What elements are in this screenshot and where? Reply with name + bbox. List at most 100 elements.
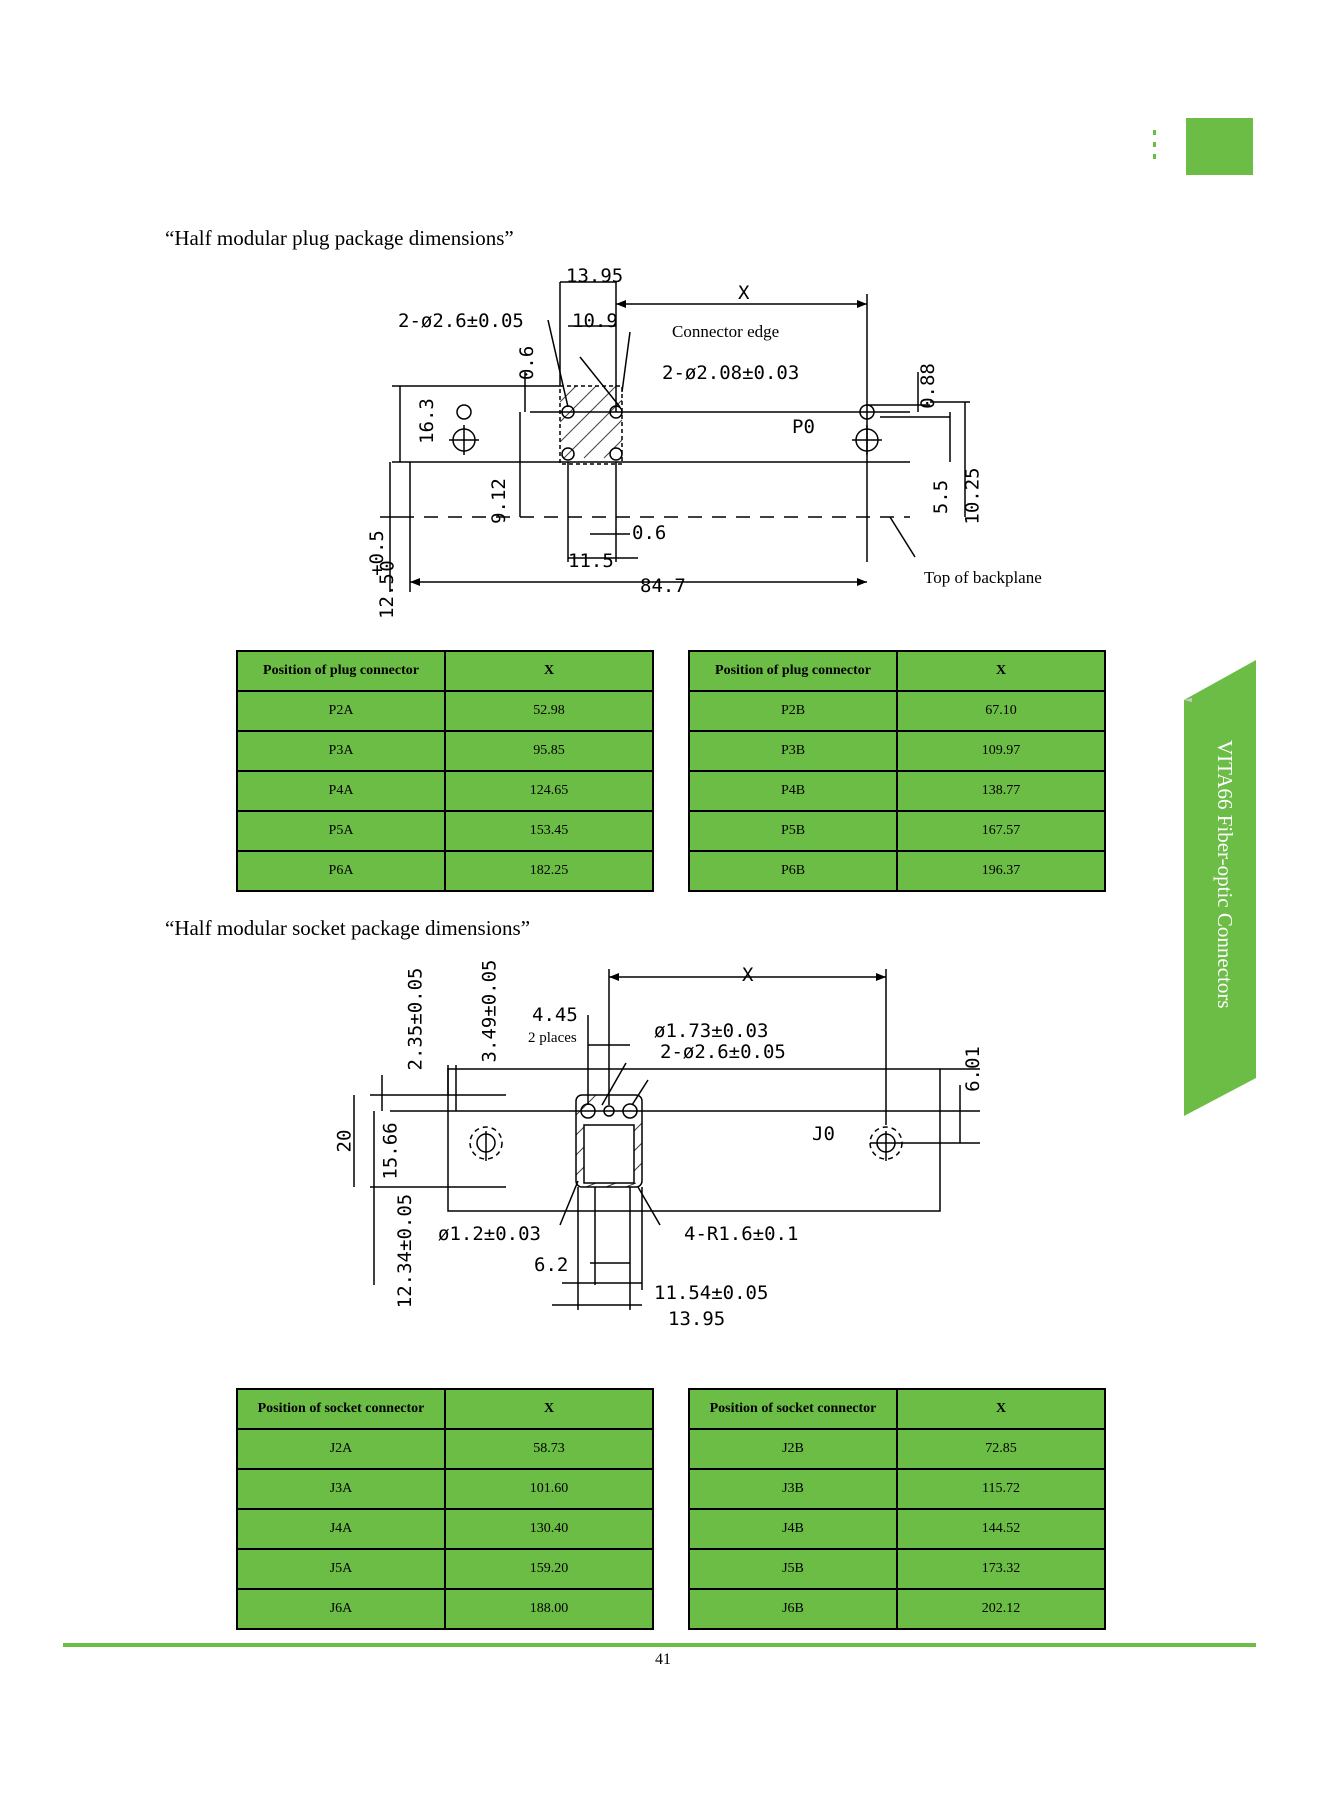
- table-cell-position: P2A: [236, 690, 446, 732]
- table-cell-position: J6A: [236, 1588, 446, 1630]
- plug-dim-x: X: [738, 282, 750, 304]
- table-cell-position: J2B: [688, 1428, 898, 1470]
- table-cell-x: 196.37: [896, 850, 1106, 892]
- socket-hole-a-label: ø1.73±0.03: [654, 1020, 769, 1042]
- plug-dim-11-5: 11.5: [568, 550, 614, 572]
- table-cell-x: 130.40: [444, 1508, 654, 1550]
- table-cell-position: P2B: [688, 690, 898, 732]
- table-header-x: X: [444, 1388, 654, 1430]
- table-cell-x: 202.12: [896, 1588, 1106, 1630]
- socket-j0-label: J0: [812, 1123, 835, 1145]
- table-cell-position: J3B: [688, 1468, 898, 1510]
- table-cell-x: 173.32: [896, 1548, 1106, 1590]
- table-cell-x: 188.00: [444, 1588, 654, 1630]
- socket-dim-13-95: 13.95: [668, 1308, 726, 1330]
- table-cell-x: 72.85: [896, 1428, 1106, 1470]
- table-cell-x: 115.72: [896, 1468, 1106, 1510]
- plug-dim-84-7: 84.7: [640, 575, 686, 597]
- table-header-position: Position of socket connector: [688, 1388, 898, 1430]
- plug-p0-label: P0: [792, 416, 815, 438]
- plug-dim-0-88: 0.88: [916, 363, 939, 409]
- table-cell-x: 138.77: [896, 770, 1106, 812]
- socket-dim-12-34: 12.34±0.05: [394, 1193, 417, 1309]
- table-cell-position: P5B: [688, 810, 898, 852]
- socket-radius-label: 4-R1.6±0.1: [684, 1223, 799, 1245]
- table-cell-x: 101.60: [444, 1468, 654, 1510]
- header-green-block: [1186, 118, 1253, 175]
- plug-hole-a-label: 2-ø2.6±0.05: [398, 310, 524, 332]
- connector-edge-note: Connector edge: [672, 322, 780, 341]
- plug-dim-10-9: 10.9: [572, 310, 618, 332]
- table-cell-x: 167.57: [896, 810, 1106, 852]
- socket-section-title: “Half modular socket package dimensions”: [165, 916, 531, 940]
- table-cell-x: 153.45: [444, 810, 654, 852]
- decorative-dots: [1153, 130, 1157, 164]
- plug-drawing: [380, 281, 970, 592]
- socket-drawing: [353, 969, 980, 1310]
- table-cell-position: P4B: [688, 770, 898, 812]
- table-cell-x: 52.98: [444, 690, 654, 732]
- table-cell-x: 159.20: [444, 1548, 654, 1590]
- table-cell-x: 95.85: [444, 730, 654, 772]
- socket-dim-x: X: [742, 964, 754, 986]
- table-cell-position: J4A: [236, 1508, 446, 1550]
- table-cell-position: P3A: [236, 730, 446, 772]
- socket-dim-4-45: 4.45: [532, 1004, 578, 1026]
- socket-dim-3-49: 3.49±0.05: [478, 959, 501, 1063]
- plug-tolerance-zero: 0: [376, 560, 399, 572]
- table-cell-position: P4A: [236, 770, 446, 812]
- table-cell-position: J5A: [236, 1548, 446, 1590]
- table-cell-position: P6B: [688, 850, 898, 892]
- socket-dim-2-35: 2.35±0.05: [404, 967, 427, 1071]
- table-header-x: X: [444, 650, 654, 692]
- table-header-x: X: [896, 650, 1106, 692]
- table-header-position: Position of plug connector: [688, 650, 898, 692]
- socket-dim-6-01: 6.01: [961, 1046, 984, 1092]
- page-number: 41: [655, 1651, 671, 1668]
- table-header-position: Position of socket connector: [236, 1388, 446, 1430]
- table-cell-x: 182.25: [444, 850, 654, 892]
- footer-divider: [63, 1643, 1256, 1647]
- plug-dim-9-12: 9.12: [487, 478, 510, 524]
- plug-section-title: “Half modular plug package dimensions”: [165, 226, 514, 250]
- plug-dim-12-5: 12.5: [375, 573, 398, 619]
- table-cell-position: J6B: [688, 1588, 898, 1630]
- table-header-position: Position of plug connector: [236, 650, 446, 692]
- plug-dim-13-95: 13.95: [566, 265, 624, 287]
- socket-dim-20: 20: [333, 1129, 356, 1153]
- plug-dim-0-6-bottom: 0.6: [632, 522, 667, 544]
- side-tab: [1184, 660, 1256, 1116]
- side-tab-label: VITA66 Fiber-optic Connectors: [1213, 740, 1237, 1009]
- plug-dim-16-3: 16.3: [415, 398, 438, 444]
- plug-dim-0-6-top: 0.6: [516, 345, 539, 381]
- table-cell-x: 144.52: [896, 1508, 1106, 1550]
- socket-dim-6-2: 6.2: [534, 1254, 569, 1276]
- table-cell-position: J4B: [688, 1508, 898, 1550]
- plug-dim-10-25: 10.25: [961, 467, 984, 525]
- table-cell-x: 58.73: [444, 1428, 654, 1470]
- plug-dim-5-5: 5.5: [930, 479, 953, 515]
- table-cell-position: J2A: [236, 1428, 446, 1470]
